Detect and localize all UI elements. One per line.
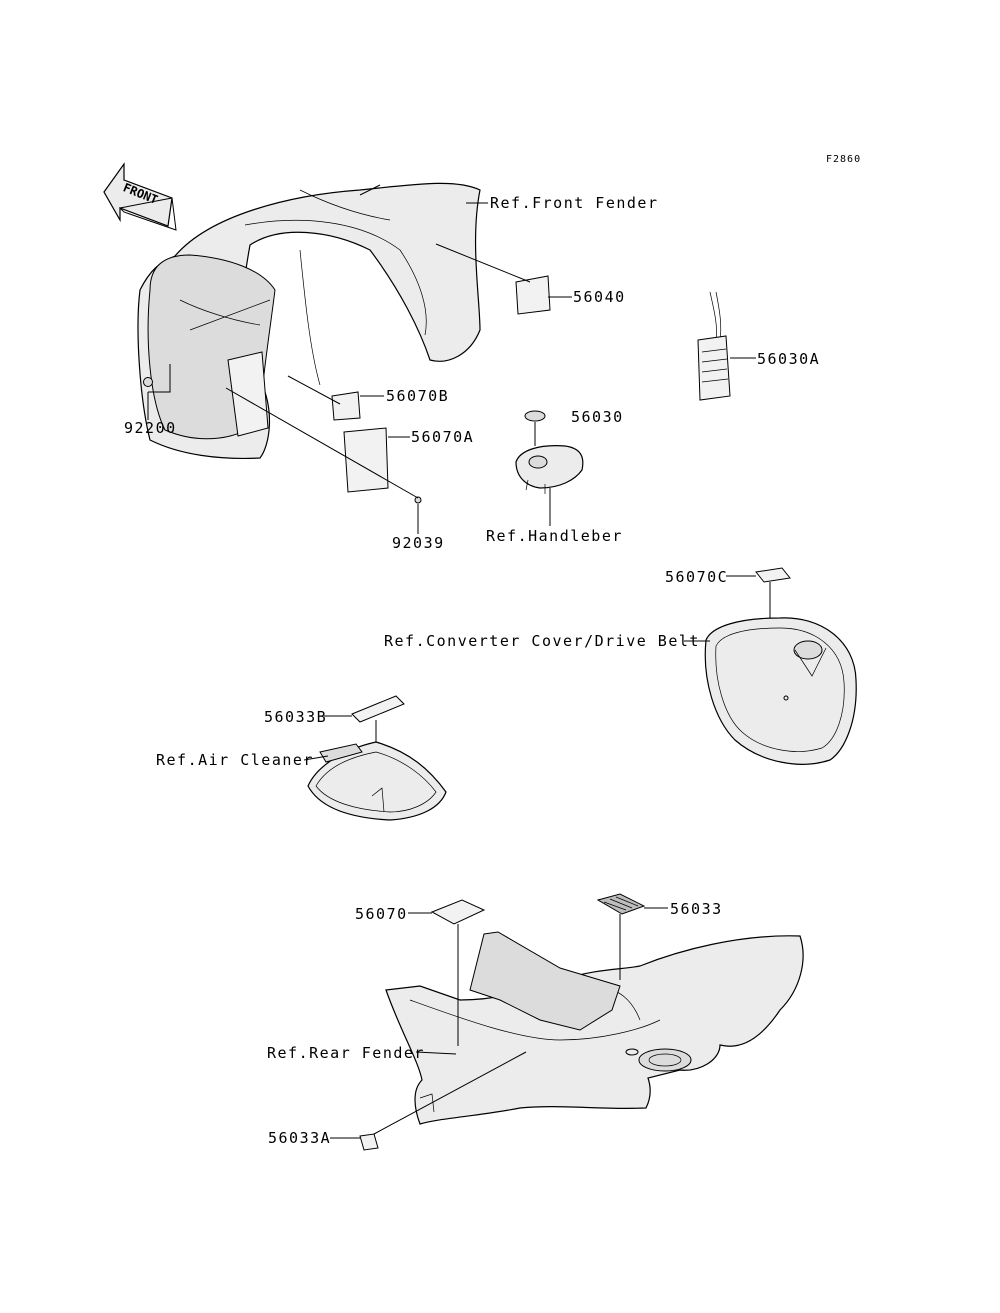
front-fender-drawing <box>137 182 481 459</box>
label-56030a: 56030A <box>757 350 821 368</box>
decal-56033a <box>359 1133 379 1151</box>
label-ref-front-fender: Ref.Front Fender <box>490 194 659 212</box>
figure-code: F2860 <box>826 154 862 165</box>
bolt-92200 <box>143 377 153 387</box>
tag-56030a <box>697 291 731 401</box>
label-ref-handleber: Ref.Handleber <box>486 527 623 545</box>
leader-lines <box>147 202 771 1139</box>
label-56030: 56030 <box>571 408 624 426</box>
front-arrow-icon: FRONT <box>103 162 177 231</box>
label-92200: 92200 <box>124 419 177 437</box>
decal-56070b <box>331 391 361 421</box>
converter-cover-drawing <box>704 617 857 765</box>
label-56070b: 56070B <box>386 387 450 405</box>
rear-fender-drawing <box>385 931 804 1125</box>
label-56033a: 56033A <box>268 1129 332 1147</box>
label-56070: 56070 <box>355 905 408 923</box>
label-ref-converter: Ref.Converter Cover/Drive Belt <box>384 632 700 650</box>
label-56070a: 56070A <box>411 428 475 446</box>
label-56033b: 56033B <box>264 708 328 726</box>
clip-92039 <box>414 496 422 504</box>
air-cleaner-drawing <box>307 741 447 821</box>
decal-56070a <box>343 427 389 493</box>
label-56040: 56040 <box>573 288 626 306</box>
label-ref-rear-fender: Ref.Rear Fender <box>267 1044 425 1062</box>
handlebar-drawing <box>515 445 584 494</box>
label-56070c: 56070C <box>665 568 729 586</box>
decal-56070c <box>755 567 791 583</box>
decal-56033 <box>596 893 646 915</box>
decal-56040 <box>515 275 551 315</box>
decal-56070 <box>430 899 486 925</box>
cap-56030 <box>524 410 546 422</box>
label-ref-air-cleaner: Ref.Air Cleaner <box>156 751 314 769</box>
label-92039: 92039 <box>392 534 445 552</box>
label-56033: 56033 <box>670 900 723 918</box>
decal-56033b <box>351 695 405 723</box>
